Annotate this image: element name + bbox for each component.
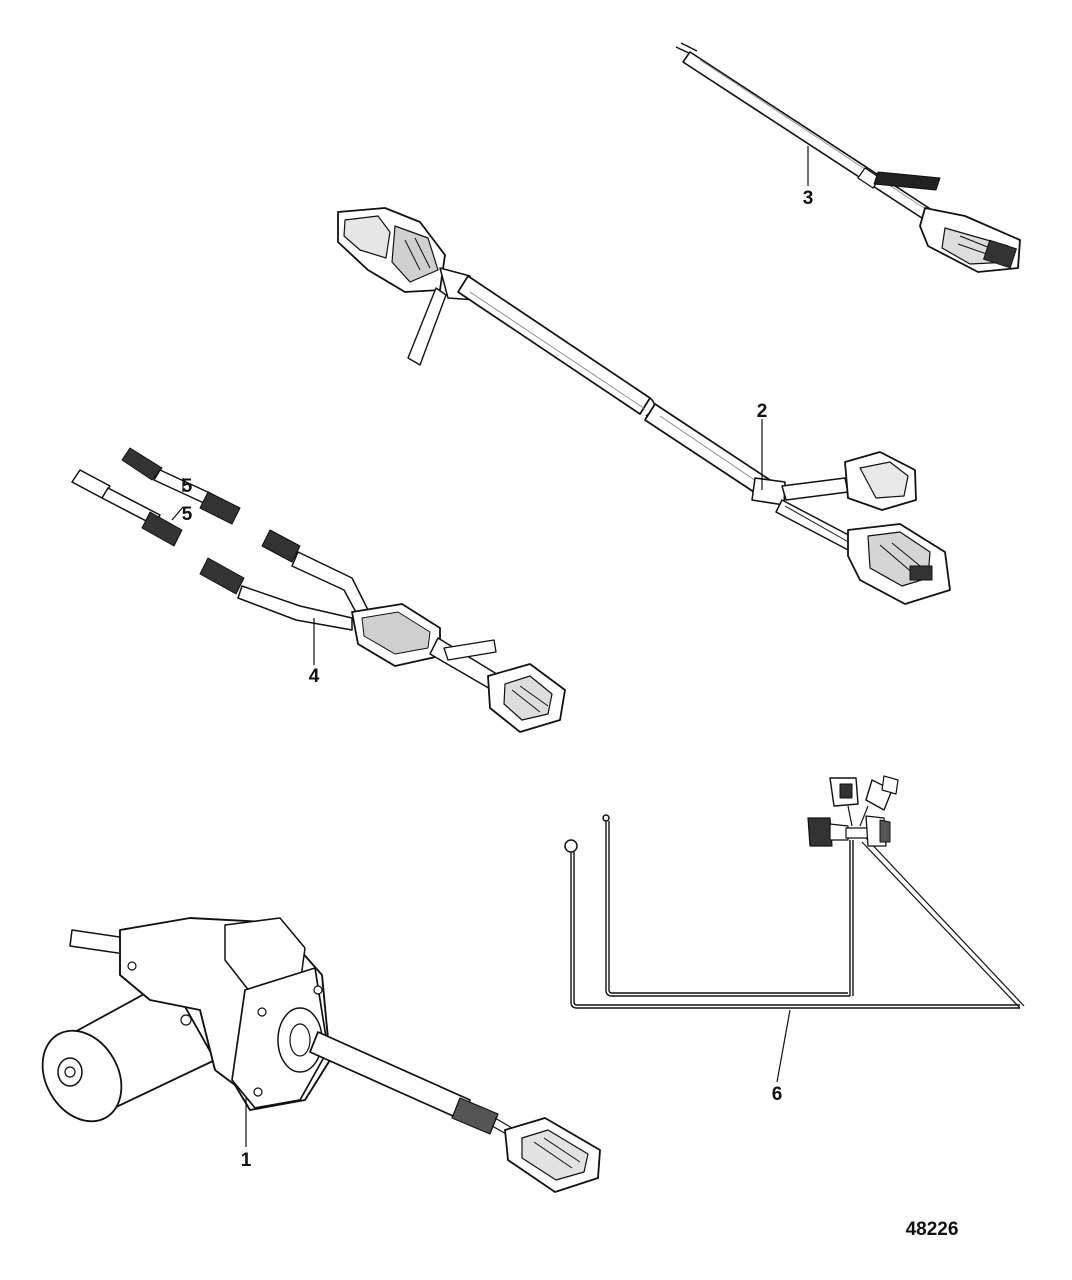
figure-number: 48226	[906, 1219, 959, 1240]
callout-5-lower: 5	[182, 504, 193, 525]
part-4-y-adapter-harness	[199, 529, 566, 733]
part-6-power-harness	[564, 775, 1025, 1009]
callout-6: 6	[772, 1084, 783, 1105]
callout-4: 4	[309, 666, 320, 687]
part-3-harness-lead	[675, 42, 1021, 273]
callout-2: 2	[757, 401, 768, 422]
part-2-wiring-harness	[337, 207, 951, 605]
callout-1: 1	[241, 1150, 252, 1171]
part-1-steering-actuator	[41, 917, 601, 1193]
callout-5-upper: 5	[182, 476, 193, 497]
part-5-extension-cables	[71, 447, 241, 547]
callout-3: 3	[803, 188, 814, 209]
leader-lines	[171, 146, 809, 1147]
